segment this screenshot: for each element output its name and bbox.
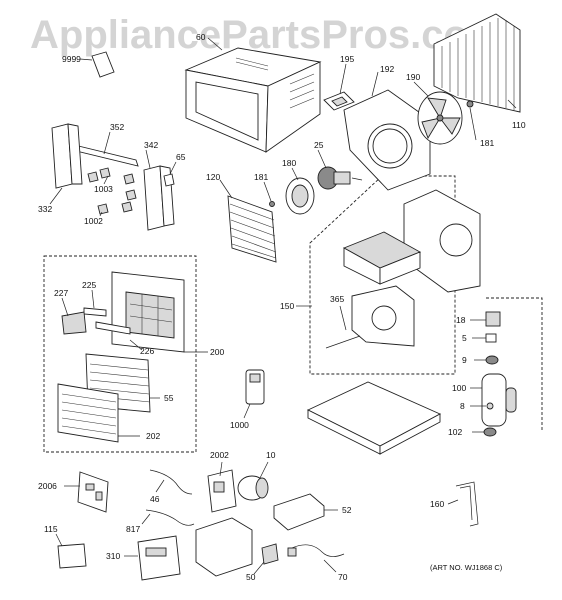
part-1002-brackets[interactable] [97, 189, 137, 217]
label-65: 65 [176, 152, 186, 162]
part-8-mount[interactable] [470, 402, 494, 410]
label-110: 110 [512, 120, 526, 130]
label-5: 5 [462, 333, 467, 343]
art-number: (ART NO. WJ1868 C) [430, 563, 503, 572]
part-100-compressor[interactable] [470, 373, 517, 427]
part-70-wire-harness[interactable] [287, 544, 345, 573]
part-25-motor[interactable] [317, 149, 363, 190]
front-panel-group-box [43, 255, 197, 453]
label-50: 50 [246, 572, 256, 582]
part-110-condenser-coil[interactable] [433, 13, 521, 113]
label-150: 150 [280, 301, 294, 311]
label-195: 195 [340, 54, 354, 64]
part-46-wire-harness[interactable] [149, 469, 193, 495]
part-227-louver[interactable] [61, 297, 87, 335]
part-10-capacitor[interactable] [237, 461, 269, 501]
part-365-rod[interactable] [325, 305, 361, 349]
label-70: 70 [338, 572, 348, 582]
label-181-mid: 181 [254, 172, 268, 182]
part-52-bracket[interactable] [273, 493, 338, 531]
watermark-text: AppliancePartsPros.com [30, 13, 504, 57]
label-100: 100 [452, 383, 466, 393]
label-160: 160 [430, 499, 444, 509]
part-9-grommet[interactable] [474, 355, 499, 365]
label-1002: 1002 [84, 216, 103, 226]
part-2006-control-board[interactable] [64, 471, 109, 513]
label-202: 202 [146, 431, 160, 441]
part-225-louvers[interactable] [83, 289, 107, 317]
part-150-air-handler[interactable] [296, 189, 481, 347]
label-52: 52 [342, 505, 352, 515]
part-310-display-panel[interactable] [124, 535, 181, 581]
part-332-side-curtain[interactable] [49, 123, 83, 205]
part-192-shroud[interactable] [343, 71, 431, 191]
label-225: 225 [82, 280, 96, 290]
label-365: 365 [330, 294, 344, 304]
part-2002-control-box[interactable] [195, 461, 253, 577]
part-160-drain-tube[interactable] [447, 481, 479, 527]
label-190: 190 [406, 72, 420, 82]
label-226: 226 [140, 346, 154, 356]
label-120: 120 [206, 172, 220, 182]
part-817-wire-harness[interactable] [141, 509, 195, 526]
part-1000-remote[interactable] [243, 369, 265, 419]
label-352: 352 [110, 122, 124, 132]
label-180: 180 [282, 158, 296, 168]
part-60-cabinet[interactable] [184, 37, 322, 153]
part-102-grommet[interactable] [472, 427, 497, 437]
label-46: 46 [150, 494, 160, 504]
label-342: 342 [144, 140, 158, 150]
part-226-louver-assembly[interactable] [95, 321, 143, 351]
base-pan[interactable] [306, 381, 442, 455]
label-25: 25 [314, 140, 324, 150]
label-9999: 9999 [62, 54, 81, 64]
label-60: 60 [196, 32, 206, 42]
part-200-front-panel[interactable] [111, 271, 208, 353]
compressor-group-box [486, 297, 543, 430]
label-9: 9 [462, 355, 467, 365]
label-102: 102 [448, 427, 462, 437]
part-9999-manual[interactable] [79, 51, 115, 78]
part-50-switch[interactable] [253, 543, 279, 575]
part-342-side-curtain[interactable] [143, 149, 175, 231]
label-2002: 2002 [210, 450, 229, 460]
label-1003: 1003 [94, 184, 113, 194]
part-65-clip[interactable] [163, 161, 177, 187]
part-120-evaporator-coil[interactable] [219, 179, 277, 263]
label-332: 332 [38, 204, 52, 214]
label-10: 10 [266, 450, 276, 460]
part-195-bracket[interactable] [323, 63, 355, 111]
label-192: 192 [380, 64, 394, 74]
label-1000: 1000 [230, 420, 249, 430]
part-190-fan-blade[interactable] [413, 81, 463, 145]
label-8: 8 [460, 401, 465, 411]
part-18-valve[interactable] [470, 311, 501, 327]
part-181-nut-top[interactable] [466, 100, 477, 141]
label-18: 18 [456, 315, 466, 325]
part-1003-brackets[interactable] [87, 167, 135, 185]
label-200: 200 [210, 347, 224, 357]
label-181-top: 181 [480, 138, 494, 148]
label-2006: 2006 [38, 481, 57, 491]
part-5-clip[interactable] [472, 333, 497, 343]
part-202-front-grille[interactable] [57, 383, 140, 443]
label-115: 115 [44, 524, 58, 534]
label-310: 310 [106, 551, 120, 561]
part-181-nut-mid[interactable] [263, 181, 275, 207]
label-55: 55 [164, 393, 174, 403]
label-817: 817 [126, 524, 140, 534]
label-227: 227 [54, 288, 68, 298]
part-180-blower-wheel[interactable] [285, 167, 315, 215]
part-115-nameplate[interactable] [55, 533, 87, 569]
